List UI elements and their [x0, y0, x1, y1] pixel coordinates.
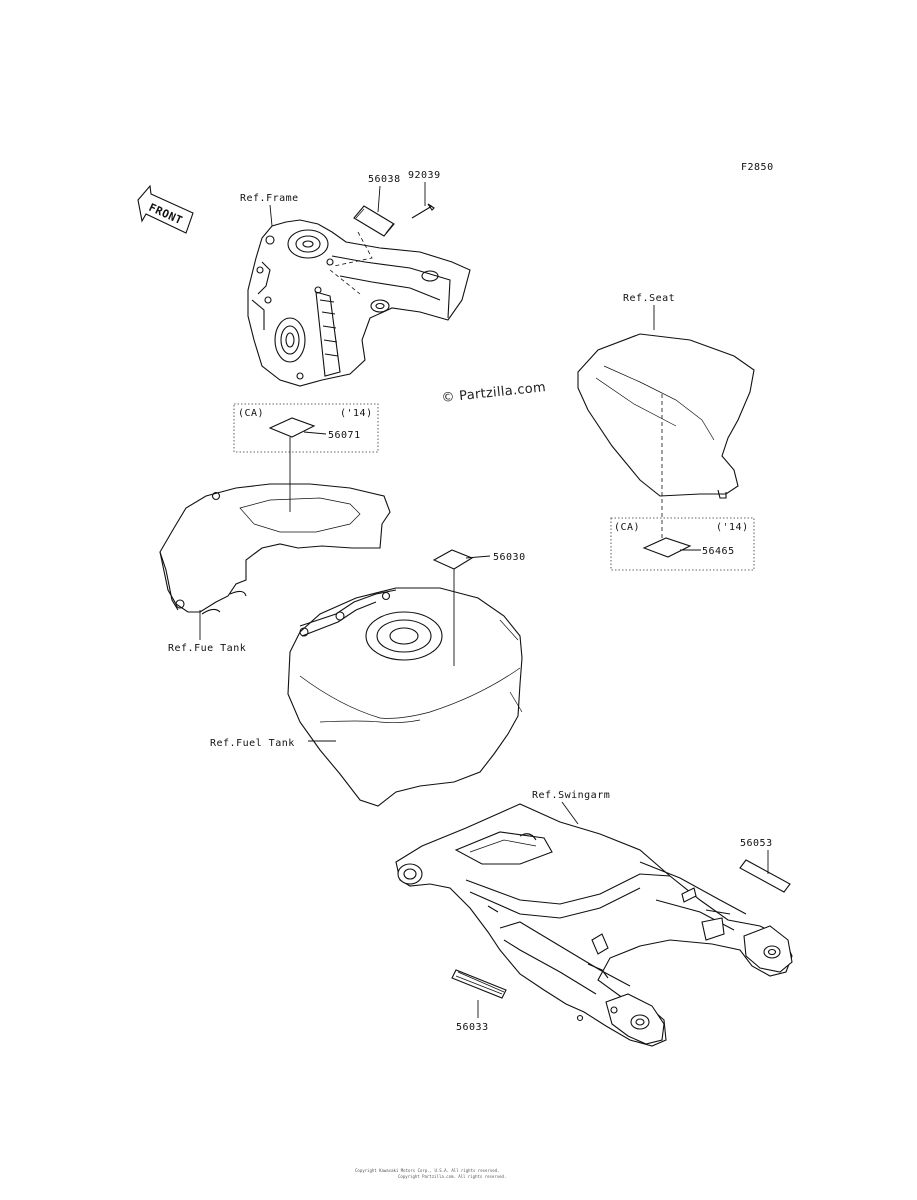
leader-ref-frame — [269, 204, 273, 227]
copyright-line-1: Copyright Kawasaki Motors Corp., U.S.A. … — [355, 1168, 500, 1173]
part-56033-label[interactable]: 56033 — [456, 1022, 489, 1033]
part-56038-label[interactable]: 56038 — [368, 174, 401, 185]
leader-56030 — [465, 555, 491, 559]
ref-fuel-tank-1-label[interactable]: Ref.Fue Tank — [168, 643, 246, 654]
front-arrow-icon: FRONT — [137, 184, 194, 234]
label-56465-part — [642, 537, 692, 558]
swingarm-drawing — [395, 803, 793, 1047]
part-56053-label[interactable]: 56053 — [740, 838, 773, 849]
ref-fuel-tank-2-label[interactable]: Ref.Fuel Tank — [210, 738, 295, 749]
fuel-tank-drawing — [287, 587, 523, 807]
watermark: © Partzilla.com — [441, 380, 547, 406]
label-56071-part — [268, 417, 316, 438]
seat-box-left: (CA) — [614, 522, 640, 533]
figure-code: F2850 — [741, 162, 774, 173]
part-56465-label[interactable]: 56465 — [702, 546, 735, 557]
leader-56071 — [303, 431, 327, 435]
tank-box-right: ('14) — [340, 408, 373, 419]
tank-cover-drawing — [159, 483, 391, 615]
frame-drawing — [247, 219, 471, 387]
label-56038-part — [353, 205, 395, 237]
ref-frame-label[interactable]: Ref.Frame — [240, 193, 299, 204]
seat-variant-box: (CA) ('14) 56465 — [610, 517, 755, 571]
leader-ref-swingarm — [561, 801, 579, 825]
rivet-92039-part — [411, 203, 435, 219]
part-92039-label[interactable]: 92039 — [408, 170, 441, 181]
copyright-line-2: Copyright Partzilla.com. All rights rese… — [398, 1174, 506, 1179]
ref-seat-label[interactable]: Ref.Seat — [623, 293, 675, 304]
seat-drawing — [577, 333, 755, 499]
seat-box-right: ('14) — [716, 522, 749, 533]
tank-box-left: (CA) — [238, 408, 264, 419]
tank-variant-box: (CA) ('14) 56071 — [233, 403, 379, 453]
label-56033-part — [451, 969, 507, 999]
part-56030-label[interactable]: 56030 — [493, 552, 526, 563]
label-56053-part — [739, 859, 791, 893]
part-56071-label[interactable]: 56071 — [328, 430, 361, 441]
label-56030-part — [432, 549, 474, 570]
leader-56038 — [377, 185, 381, 213]
ref-swingarm-label[interactable]: Ref.Swingarm — [532, 790, 610, 801]
